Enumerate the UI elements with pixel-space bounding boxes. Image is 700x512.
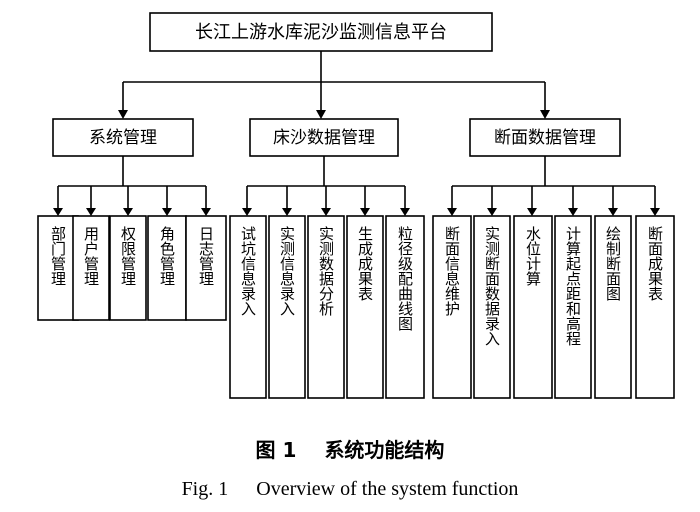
- leaf-section-results-table: 断面成果表: [646, 226, 664, 301]
- figure-number-cn: 图 1: [255, 438, 297, 462]
- leaf-measured-data-analysis: 实测数据分析: [317, 226, 335, 316]
- figure-title-en: Overview of the system function: [256, 478, 519, 500]
- leaf-draw-section-plot: 绘制断面图: [604, 226, 622, 301]
- root-connectors: [118, 51, 550, 119]
- leaf-role-management: 角色管理: [158, 226, 176, 286]
- figure-caption-en: Fig. 1 Overview of the system function: [0, 478, 700, 501]
- module-cross-section-management: 断面数据管理 断面信息维护 实测断面数据录入 水位计算 计算起点距和高程 绘制断…: [432, 118, 675, 399]
- module-label: 床沙数据管理: [273, 128, 375, 148]
- module-label: 断面数据管理: [494, 128, 596, 148]
- leaf-department-management: 部门管理: [49, 226, 67, 286]
- root-node: 长江上游水库泥沙监测信息平台: [149, 12, 493, 52]
- leaf-grain-size-curve: 粒径级配曲线图: [396, 226, 414, 331]
- system-function-diagram: 长江上游水库泥沙监测信息平台 系统管理 部门管理 用户管理 权限管理: [37, 12, 675, 399]
- figure-title-cn: 系统功能结构: [324, 438, 445, 462]
- leaf-section-info-maintenance: 断面信息维护: [443, 226, 461, 317]
- leaf-test-pit-entry: 试坑信息录入: [239, 226, 257, 316]
- module-system-management: 系统管理 部门管理 用户管理 权限管理 角色管理 日志管理: [37, 118, 227, 321]
- leaf-start-distance-elevation: 计算起点距和高程: [564, 226, 582, 346]
- leaf-measured-info-entry: 实测信息录入: [278, 226, 296, 316]
- module-bed-sediment-management: 床沙数据管理 试坑信息录入 实测信息录入 实测数据分析 生成成果表 粒径级配曲线…: [229, 118, 425, 399]
- root-node-label: 长江上游水库泥沙监测信息平台: [195, 22, 447, 43]
- leaf-log-management: 日志管理: [197, 226, 215, 286]
- leaf-water-level-calc: 水位计算: [524, 226, 542, 286]
- leaf-user-management: 用户管理: [82, 226, 100, 286]
- leaf-measured-section-entry: 实测断面数据录入: [483, 226, 501, 346]
- figure-caption-cn: 图 1 系统功能结构: [0, 434, 700, 463]
- figure-number-en: Fig. 1: [181, 478, 229, 500]
- module-label: 系统管理: [89, 128, 157, 148]
- leaf-generate-results-table: 生成成果表: [356, 226, 374, 301]
- leaf-permission-management: 权限管理: [119, 226, 137, 286]
